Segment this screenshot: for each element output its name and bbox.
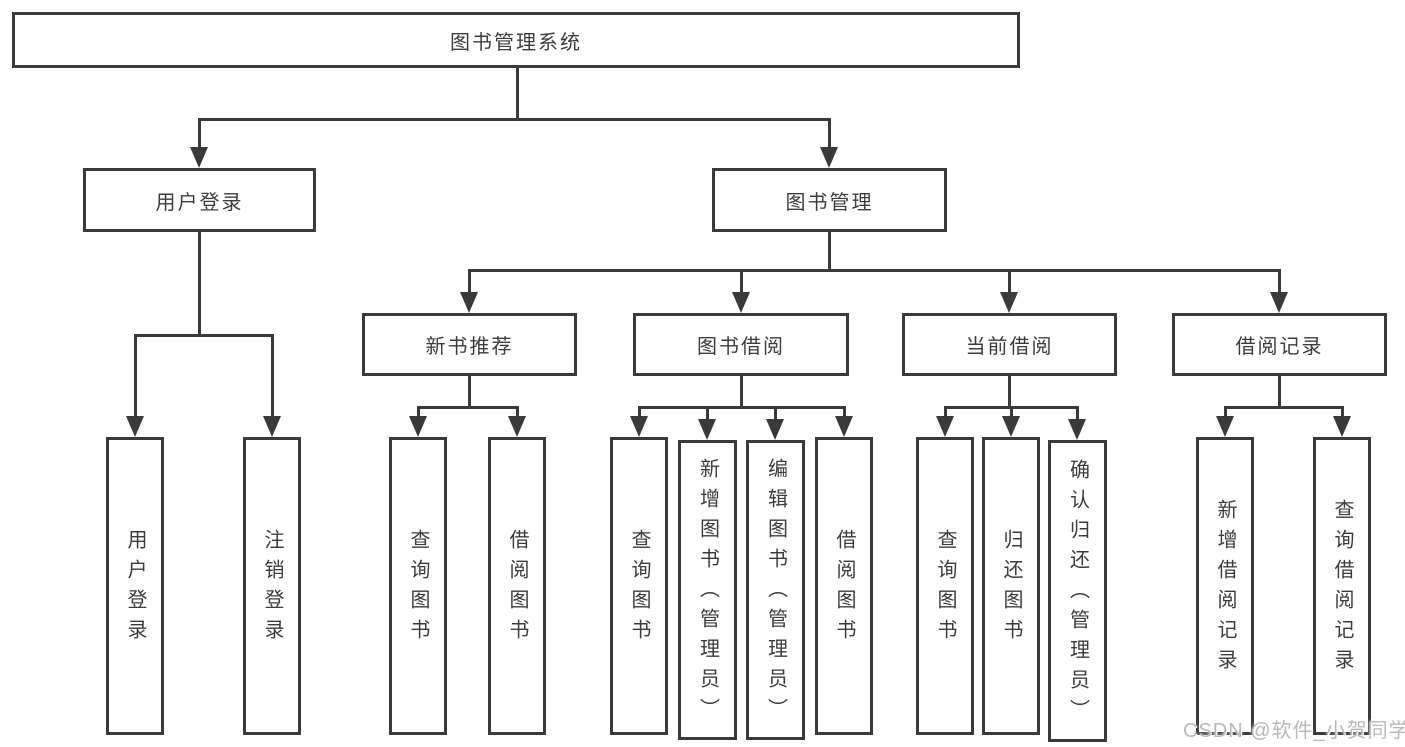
connector-arrow-shaft xyxy=(270,334,274,421)
connector-hline xyxy=(416,406,519,409)
node-current-borrowing: 当前借阅 xyxy=(902,313,1117,376)
arrow-down-icon xyxy=(263,416,281,437)
arrow-down-icon xyxy=(698,419,716,440)
arrow-down-icon xyxy=(732,292,750,313)
connector-arrow-shaft xyxy=(739,269,743,297)
arrow-down-icon xyxy=(460,292,478,313)
leaf-confirm-return-admin: 确认归还（管理员） xyxy=(1048,440,1107,742)
connector-arrow-shaft xyxy=(416,406,420,421)
connector-arrow-shaft xyxy=(1223,406,1227,421)
connector-arrow-shaft xyxy=(842,406,846,421)
connector-arrow-shaft xyxy=(1075,406,1079,424)
connector-arrow-shaft xyxy=(467,269,471,297)
arrow-down-icon xyxy=(1000,292,1018,313)
arrow-down-icon xyxy=(630,416,648,437)
connector-vline xyxy=(197,231,201,337)
connector-vline xyxy=(1007,375,1011,409)
leaf-edit-books-admin: 编辑图书（管理员） xyxy=(746,440,805,740)
connector-arrow-shaft xyxy=(1340,406,1344,421)
node-user-login: 用户登录 xyxy=(83,168,316,232)
connector-arrow-shaft xyxy=(705,406,709,424)
connector-arrow-shaft xyxy=(197,118,201,152)
connector-arrow-shaft xyxy=(133,334,137,421)
connector-arrow-shaft xyxy=(1277,269,1281,297)
leaf-query-books-borrow: 查询图书 xyxy=(610,437,668,735)
arrow-down-icon xyxy=(409,416,427,437)
arrow-down-icon xyxy=(1333,416,1351,437)
arrow-down-icon xyxy=(766,419,784,440)
leaf-add-books-admin: 新增图书（管理员） xyxy=(678,440,737,740)
node-book-borrowing: 图书借阅 xyxy=(633,313,849,376)
connector-hline xyxy=(1223,406,1344,409)
connector-arrow-shaft xyxy=(1009,406,1013,421)
connector-hline xyxy=(197,118,831,121)
connector-arrow-shaft xyxy=(827,118,831,152)
leaf-borrow-books-recommend: 借阅图书 xyxy=(488,437,546,735)
leaf-user-login: 用户登录 xyxy=(106,437,164,735)
connector-vline xyxy=(739,375,743,409)
leaf-return-books: 归还图书 xyxy=(982,437,1040,735)
connector-arrow-shaft xyxy=(1007,269,1011,297)
node-book-management: 图书管理 xyxy=(712,168,947,232)
csdn-watermark: CSDN @软件_小贺同学 xyxy=(1183,720,1405,742)
arrow-down-icon xyxy=(820,147,838,168)
connector-hline xyxy=(467,269,1281,272)
connector-vline xyxy=(1277,375,1281,409)
connector-hline xyxy=(637,406,846,409)
node-book-management-system: 图书管理系统 xyxy=(12,12,1020,68)
connector-vline xyxy=(515,68,519,121)
node-borrowing-records: 借阅记录 xyxy=(1172,313,1387,376)
arrow-down-icon xyxy=(508,416,526,437)
connector-arrow-shaft xyxy=(637,406,641,421)
leaf-borrow-books: 借阅图书 xyxy=(815,437,873,735)
arrow-down-icon xyxy=(190,147,208,168)
connector-arrow-shaft xyxy=(515,406,519,421)
arrow-down-icon xyxy=(1216,416,1234,437)
connector-arrow-shaft xyxy=(943,406,947,421)
leaf-add-borrow-record: 新增借阅记录 xyxy=(1196,437,1254,735)
arrow-down-icon xyxy=(126,416,144,437)
leaf-query-books-recommend: 查询图书 xyxy=(389,437,447,735)
arrow-down-icon xyxy=(835,416,853,437)
leaf-query-borrow-record: 查询借阅记录 xyxy=(1313,437,1371,735)
connector-hline xyxy=(133,334,274,337)
node-new-book-recommendation: 新书推荐 xyxy=(362,313,577,376)
leaf-query-books-current: 查询图书 xyxy=(916,437,974,735)
leaf-logout: 注销登录 xyxy=(243,437,301,735)
arrow-down-icon xyxy=(1270,292,1288,313)
connector-arrow-shaft xyxy=(773,406,777,424)
connector-vline xyxy=(827,231,831,272)
arrow-down-icon xyxy=(1068,419,1086,440)
arrow-down-icon xyxy=(936,416,954,437)
connector-vline xyxy=(467,375,471,409)
arrow-down-icon xyxy=(1002,416,1020,437)
